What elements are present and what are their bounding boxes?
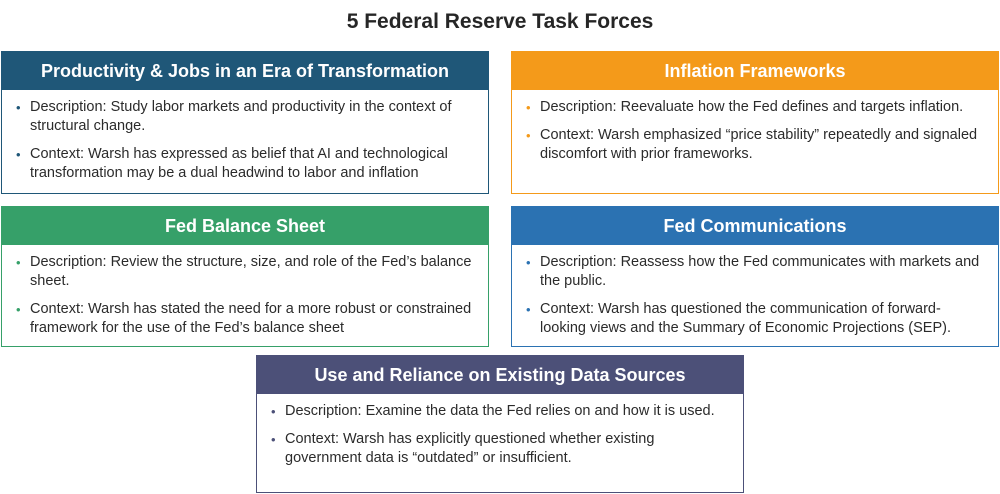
card-body: Description: Reassess how the Fed commun…: [512, 245, 998, 338]
context-bullet: Context: Warsh emphasized “price stabili…: [526, 126, 986, 164]
card-body: Description: Study labor markets and pro…: [2, 90, 488, 183]
description-bullet: Description: Review the structure, size,…: [16, 253, 476, 291]
description-bullet: Description: Reevaluate how the Fed defi…: [526, 98, 986, 117]
context-bullet: Context: Warsh has questioned the commun…: [526, 300, 986, 338]
context-bullet: Context: Warsh has expressed as belief t…: [16, 145, 476, 183]
task-force-card-balance-sheet: Fed Balance Sheet Description: Review th…: [1, 206, 489, 347]
card-heading-balance-sheet: Fed Balance Sheet: [2, 207, 488, 245]
page-title: 5 Federal Reserve Task Forces: [346, 10, 654, 33]
description-bullet: Description: Reassess how the Fed commun…: [526, 253, 986, 291]
context-bullet: Context: Warsh has stated the need for a…: [16, 300, 476, 338]
task-force-card-inflation: Inflation Frameworks Description: Reeval…: [511, 51, 999, 194]
card-heading-communications: Fed Communications: [512, 207, 998, 245]
description-bullet: Description: Examine the data the Fed re…: [271, 402, 731, 421]
card-heading-inflation: Inflation Frameworks: [512, 52, 998, 90]
card-body: Description: Reevaluate how the Fed defi…: [512, 90, 998, 164]
card-body: Description: Review the structure, size,…: [2, 245, 488, 338]
context-bullet: Context: Warsh has explicitly questioned…: [271, 430, 731, 468]
task-force-card-data-sources: Use and Reliance on Existing Data Source…: [256, 355, 744, 493]
card-heading-data-sources: Use and Reliance on Existing Data Source…: [257, 356, 743, 394]
task-force-card-productivity: Productivity & Jobs in an Era of Transfo…: [1, 51, 489, 194]
card-heading-productivity: Productivity & Jobs in an Era of Transfo…: [2, 52, 488, 90]
description-bullet: Description: Study labor markets and pro…: [16, 98, 476, 136]
card-body: Description: Examine the data the Fed re…: [257, 394, 743, 468]
task-force-card-communications: Fed Communications Description: Reassess…: [511, 206, 999, 347]
